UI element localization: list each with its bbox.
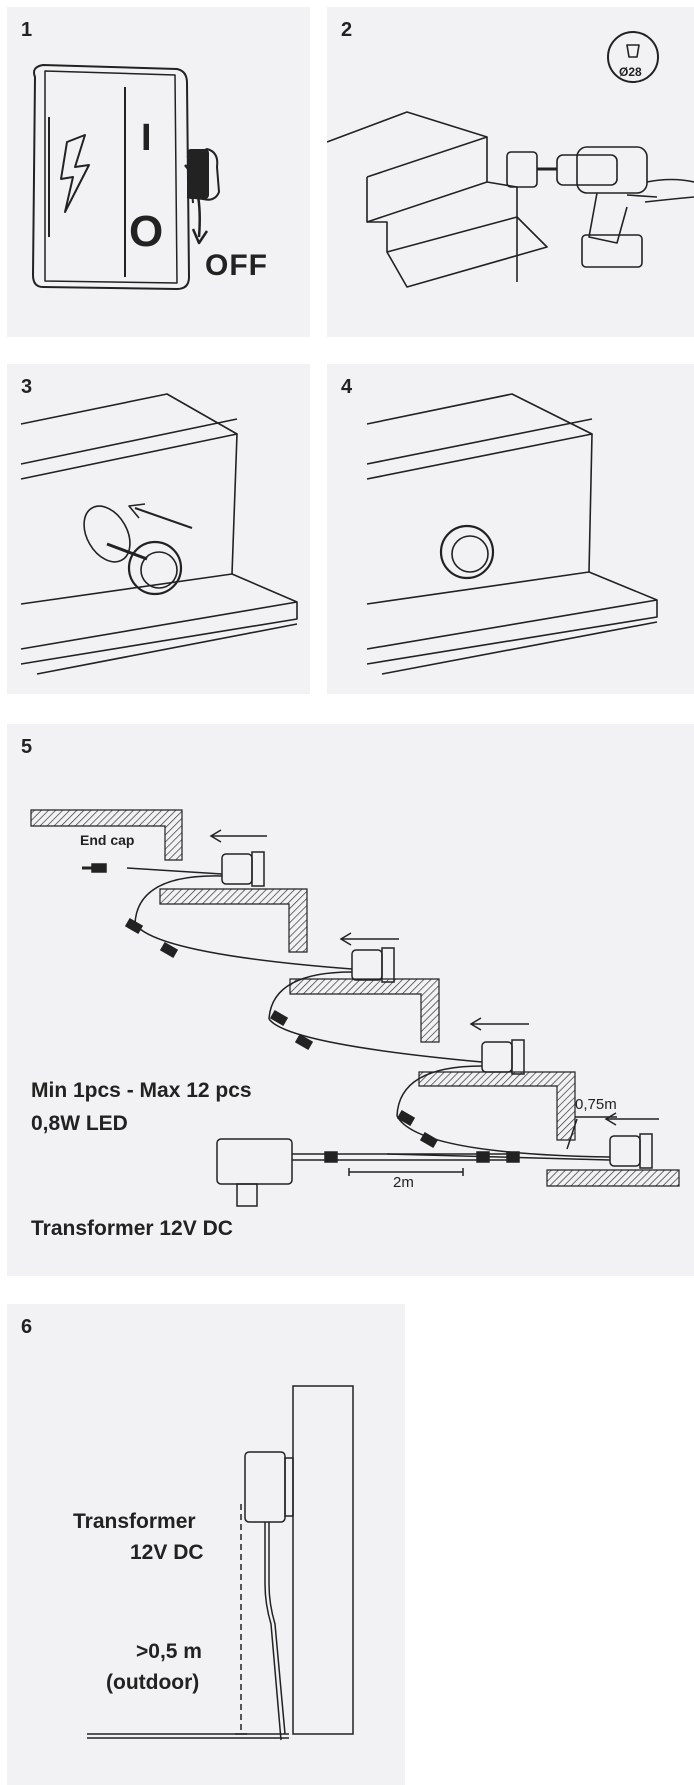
- off-label: OFF: [205, 249, 268, 282]
- led-count-label: Min 1pcs - Max 12 pcs: [31, 1079, 252, 1102]
- step-5-panel: 5: [7, 724, 694, 1276]
- spacing-label: 0,75m: [575, 1096, 617, 1113]
- led-power-label: 0,8W LED: [31, 1112, 128, 1135]
- height-label-line2: (outdoor): [106, 1671, 200, 1694]
- step-2-panel: 2 Ø28: [327, 7, 694, 337]
- drill-size-label: Ø28: [619, 65, 642, 79]
- step-number: 2: [341, 19, 353, 41]
- step-4-panel: 4: [327, 364, 694, 694]
- switch-on-symbol: I: [141, 117, 152, 159]
- wiring-diagram: [30, 809, 680, 1207]
- step-number: 3: [21, 376, 33, 398]
- transformer-label: Transformer 12V DC: [31, 1217, 233, 1240]
- switch-off-illustration: [32, 64, 220, 290]
- step-number: 5: [21, 736, 33, 758]
- step-number: 4: [341, 376, 353, 398]
- insert-light-illustration: [20, 393, 298, 675]
- step-3-panel: 3: [7, 364, 310, 694]
- cable-length-label: 2m: [393, 1174, 414, 1191]
- step-6-panel: 6 Transformer 12V DC >0,5 m (outdoor): [7, 1304, 405, 1785]
- transformer-label-line2: 12V DC: [130, 1541, 204, 1564]
- switch-off-symbol: O: [129, 207, 164, 256]
- transformer-label-line1: Transformer: [73, 1510, 196, 1533]
- height-label-line1: >0,5 m: [136, 1640, 202, 1663]
- end-cap-label: End cap: [80, 832, 135, 848]
- step-number: 6: [21, 1316, 33, 1338]
- installed-light-illustration: [366, 393, 658, 675]
- step-1-panel: 1 I O OFF: [7, 7, 310, 337]
- drill-illustration: [327, 31, 694, 288]
- transformer-mount-illustration: [87, 1385, 354, 1741]
- step-number: 1: [21, 19, 33, 41]
